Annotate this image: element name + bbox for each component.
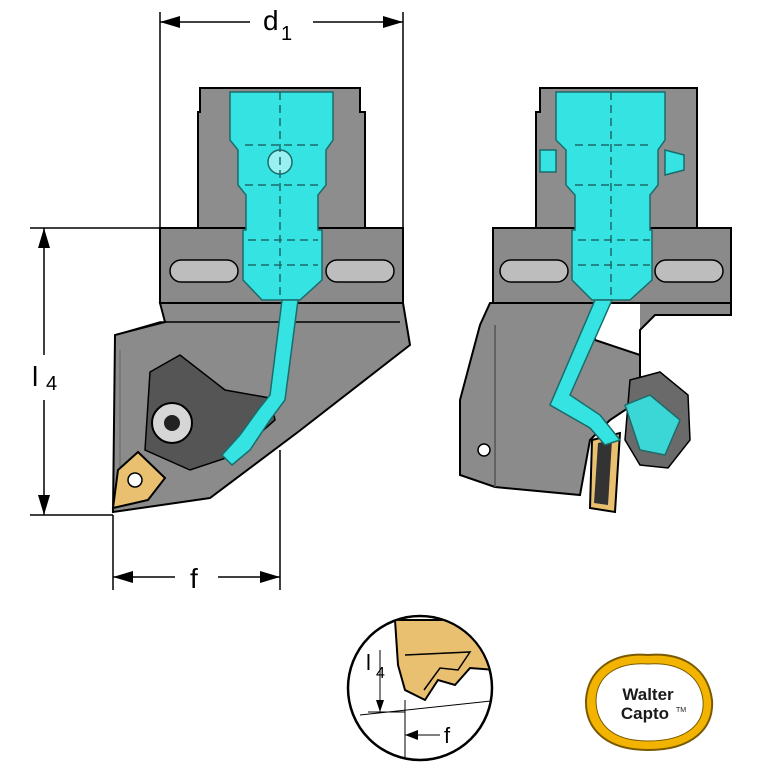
left-slot-2 xyxy=(325,259,395,283)
label-l4-sub: 4 xyxy=(46,373,57,395)
right-view xyxy=(459,87,732,514)
walter-capto-logo: Walter Capto TM xyxy=(584,653,714,752)
label-d1-sub: 1 xyxy=(281,23,292,45)
right-coolant-channel xyxy=(549,299,622,446)
logo-line1: Walter xyxy=(622,685,674,704)
left-slot-1 xyxy=(169,259,239,283)
detail-insert xyxy=(393,619,491,702)
detail-label-l4: l xyxy=(366,650,371,675)
right-slot-1 xyxy=(499,259,569,283)
right-hole xyxy=(477,443,491,457)
right-slot-2 xyxy=(654,259,724,283)
left-view xyxy=(111,87,412,514)
dimension-f xyxy=(112,450,281,590)
label-f: f xyxy=(190,563,198,594)
logo-tm: TM xyxy=(676,707,686,714)
detail-label-l4-sub: 4 xyxy=(376,665,385,682)
left-coolant-channel xyxy=(220,299,299,467)
label-d1: d xyxy=(263,5,279,36)
left-coolant-top xyxy=(229,91,334,301)
label-l4: l xyxy=(32,361,38,392)
detail-view: l 4 f xyxy=(346,614,494,762)
logo-line2: Capto xyxy=(621,704,669,723)
detail-label-f: f xyxy=(444,723,451,748)
